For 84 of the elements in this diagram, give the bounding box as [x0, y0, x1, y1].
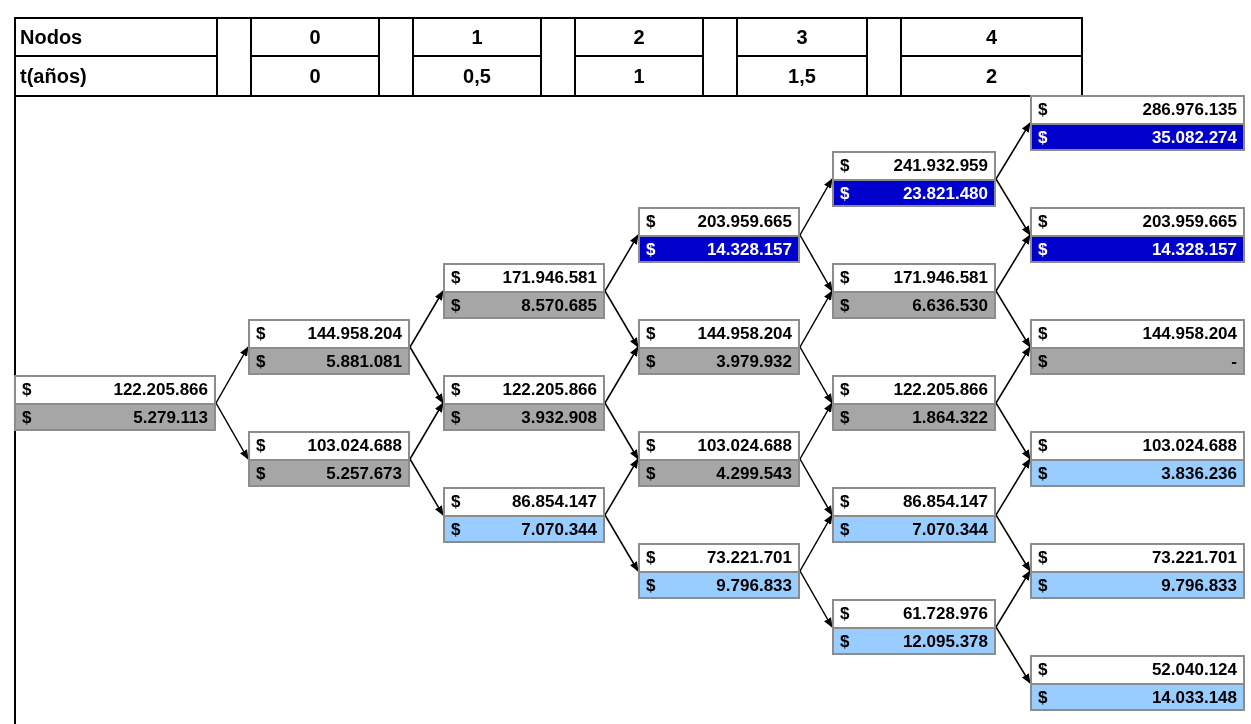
column-header: 2: [574, 19, 704, 57]
arrow: [995, 402, 1031, 460]
column-header: 2: [900, 57, 1083, 95]
column-header: 0: [250, 19, 380, 57]
tree-node: [1030, 319, 1245, 375]
column-header: 1: [574, 57, 704, 95]
arrow: [215, 402, 249, 460]
column-header: 0,5: [412, 57, 542, 95]
option-value: $ 9.796.833: [1032, 571, 1243, 597]
arrow: [799, 570, 833, 628]
tree-node: [443, 263, 605, 319]
option-value: $ 14.328.157: [1032, 235, 1243, 261]
arrow: [799, 178, 833, 236]
option-value: $ 9.796.833: [640, 571, 798, 597]
arrow: [215, 346, 249, 404]
tree-node: [1030, 95, 1245, 151]
arrow: [995, 122, 1031, 180]
arrow: [799, 514, 833, 572]
tree-node: [832, 599, 996, 655]
option-value: $ -: [1032, 347, 1243, 373]
option-value: $ 1.864.322: [834, 403, 994, 429]
tree-node: [1030, 431, 1245, 487]
tree-node: [638, 431, 800, 487]
option-value: $ 5.257.673: [250, 459, 408, 485]
row-header: t(años): [16, 57, 218, 95]
arrow: [409, 290, 444, 348]
column-header: 0: [250, 57, 380, 95]
arrow: [995, 570, 1031, 628]
arrow: [409, 346, 444, 404]
column-header: 1,5: [736, 57, 868, 95]
tree-node: [638, 207, 800, 263]
tree-node: [14, 375, 216, 431]
option-value: $ 6.636.530: [834, 291, 994, 317]
arrow: [995, 234, 1031, 292]
arrow: [995, 290, 1031, 348]
arrow: [799, 290, 833, 348]
arrow: [604, 514, 639, 572]
option-value: $ 14.033.148: [1032, 683, 1243, 709]
arrow: [604, 346, 639, 404]
option-value: $ 14.328.157: [640, 235, 798, 261]
tree-node: [638, 543, 800, 599]
tree-node: [248, 319, 410, 375]
tree-node: [832, 263, 996, 319]
tree-node: [832, 375, 996, 431]
tree-node: [1030, 207, 1245, 263]
option-value: $ 12.095.378: [834, 627, 994, 653]
column-header: 4: [900, 19, 1083, 57]
arrow: [799, 234, 833, 292]
column-header: 1: [412, 19, 542, 57]
arrow: [995, 346, 1031, 404]
option-value: $ 5.881.081: [250, 347, 408, 373]
option-value: $ 5.279.113: [16, 403, 214, 429]
option-value: $ 3.836.236: [1032, 459, 1243, 485]
arrow: [604, 458, 639, 516]
arrow: [799, 346, 833, 404]
arrow: [995, 514, 1031, 572]
arrow: [409, 402, 444, 460]
option-value: $ 7.070.344: [445, 515, 603, 541]
option-value: $ 35.082.274: [1032, 123, 1243, 149]
option-value: $ 7.070.344: [834, 515, 994, 541]
arrow: [604, 402, 639, 460]
option-value: $ 23.821.480: [834, 179, 994, 205]
tree-node: [638, 319, 800, 375]
tree-node: [832, 151, 996, 207]
row-header: Nodos: [16, 19, 218, 57]
tree-node: [1030, 543, 1245, 599]
tree-node: [1030, 655, 1245, 711]
arrow: [604, 234, 639, 292]
arrow: [995, 626, 1031, 684]
arrow: [604, 290, 639, 348]
option-value: $ 3.932.908: [445, 403, 603, 429]
tree-node: [443, 375, 605, 431]
tree-node: [443, 487, 605, 543]
tree-node: [832, 487, 996, 543]
arrow: [995, 178, 1031, 236]
column-header: 3: [736, 19, 868, 57]
option-value: $ 4.299.543: [640, 459, 798, 485]
tree-node: [248, 431, 410, 487]
option-value: $ 8.570.685: [445, 291, 603, 317]
option-value: $ 3.979.932: [640, 347, 798, 373]
arrow: [409, 458, 444, 516]
arrow: [995, 458, 1031, 516]
arrow: [799, 402, 833, 460]
arrow: [799, 458, 833, 516]
